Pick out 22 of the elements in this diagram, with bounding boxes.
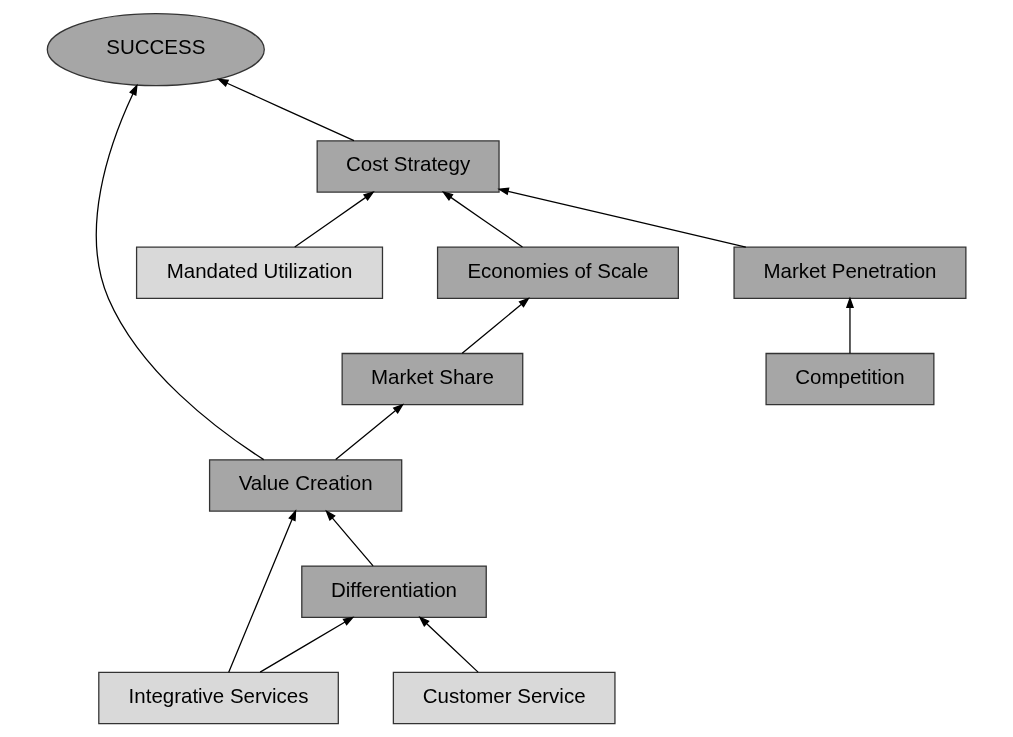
node-box: Customer Service — [392, 671, 616, 725]
node-box: Mandated Utilization — [135, 246, 384, 300]
arrow — [335, 403, 405, 461]
arrow — [497, 187, 747, 248]
arrow — [216, 78, 355, 142]
arrow — [259, 616, 355, 673]
arrow — [441, 191, 524, 248]
arrow — [294, 191, 375, 248]
arrow — [228, 509, 297, 673]
node-box: Economies of Scale — [436, 246, 679, 300]
node-box: Market Share — [341, 352, 524, 406]
node-box: Cost Strategy — [316, 140, 500, 193]
node-box: Integrative Services — [98, 671, 339, 725]
arrow — [95, 83, 265, 461]
node-box: Value Creation — [208, 459, 403, 512]
arrow — [461, 297, 530, 354]
arrow — [325, 509, 374, 567]
node-box: Differentiation — [301, 565, 487, 618]
node-box: Market Penetration — [733, 246, 967, 300]
arrow — [418, 616, 479, 673]
arrow — [845, 296, 854, 354]
node-box: Competition — [765, 352, 935, 406]
